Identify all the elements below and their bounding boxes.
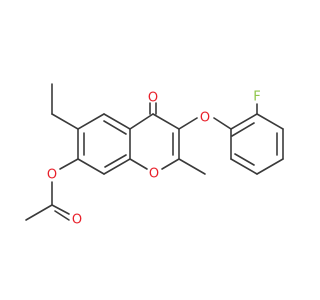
ether-oxygen-label: O <box>200 111 210 126</box>
bond <box>51 204 70 215</box>
bond <box>103 158 131 175</box>
ester-oxygen-label: O <box>47 168 57 183</box>
bond <box>152 113 180 130</box>
fluorine-label: F <box>253 90 260 105</box>
bond <box>230 158 258 175</box>
bond <box>213 117 232 130</box>
ring-oxygen-label: O <box>149 167 159 182</box>
bond <box>77 158 105 175</box>
molecule-canvas: O O O O O F <box>25 83 284 228</box>
bond <box>77 113 105 130</box>
bond <box>59 158 79 170</box>
bond <box>256 158 284 175</box>
bonds <box>25 83 284 221</box>
bond <box>231 122 255 137</box>
bond <box>103 113 131 130</box>
bond <box>256 113 284 130</box>
carbonyl-oxygen-label: O <box>148 91 158 106</box>
bond <box>104 154 127 168</box>
bond <box>234 153 255 166</box>
atom-labels: O O O O O F <box>47 90 261 228</box>
bond <box>25 204 53 221</box>
bond <box>51 113 79 130</box>
bond <box>54 210 70 221</box>
bond <box>178 117 198 130</box>
bond <box>103 120 127 135</box>
bond <box>129 113 154 130</box>
acyl-oxygen-label: O <box>72 213 82 228</box>
bond <box>178 158 206 175</box>
bond <box>129 158 148 170</box>
structure-diagram: O O O O O F <box>25 83 284 228</box>
bond <box>230 113 258 130</box>
bond <box>161 158 180 170</box>
